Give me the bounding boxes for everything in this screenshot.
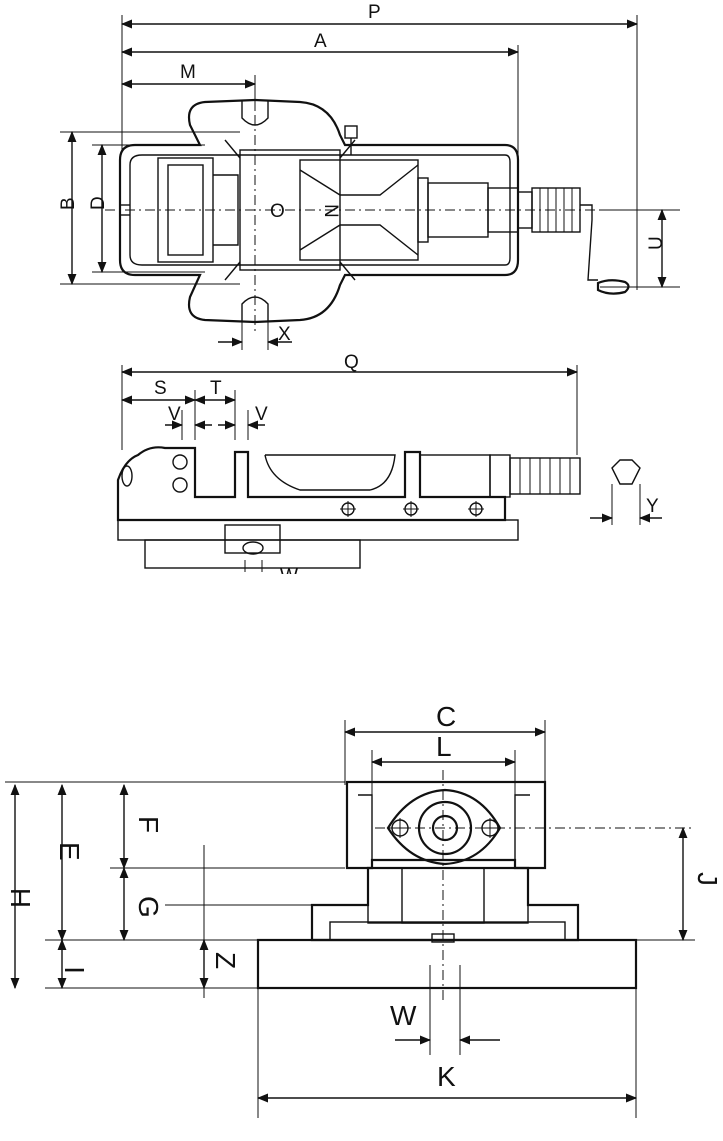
dim-label-D: D [88,196,109,210]
dim-label-K: K [437,1061,456,1092]
dim-label-I: I [59,966,90,974]
dim-label-W: W [390,1000,417,1031]
label-N: N [320,204,341,218]
dim-label-H: H [5,888,36,908]
dim-label-Z: Z [210,952,241,969]
top-view: P A M B D [58,2,680,350]
dim-label-X: X [278,324,291,345]
dim-label-A: A [314,31,327,52]
dim-label-L: L [436,731,452,762]
bolt-marks [340,501,484,517]
end-view: C L H [5,701,723,1118]
dim-label-G: G [133,896,164,918]
dim-label-S: S [154,378,167,399]
dim-label-E: E [54,842,85,861]
dim-label-T: T [210,378,222,399]
label-O: O [270,201,285,222]
side-view: Q S T V V [116,352,662,587]
dim-label-U: U [646,236,667,250]
dim-label-J: J [692,872,723,886]
dim-label-M: M [180,62,196,83]
dim-label-V-right: V [255,404,268,425]
dim-label-F: F [133,816,164,833]
dim-label-B: B [58,197,79,210]
dim-label-C: C [436,701,456,732]
dim-label-Q: Q [344,352,359,373]
dim-label-V-left: V [168,404,181,425]
dim-label-Y: Y [646,496,659,517]
dim-label-P: P [368,2,381,23]
